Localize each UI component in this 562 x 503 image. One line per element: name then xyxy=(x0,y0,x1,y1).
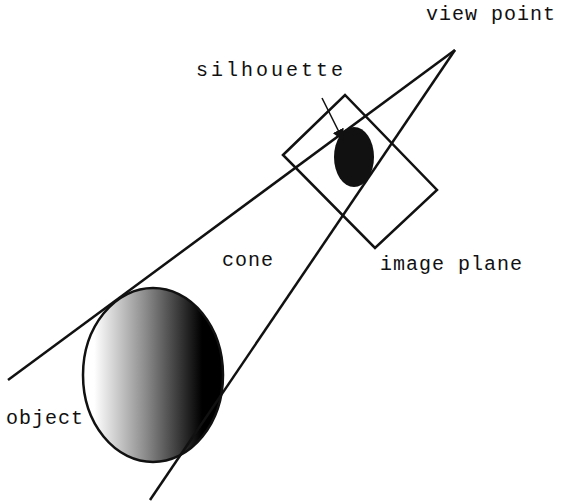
object-label: object xyxy=(6,408,84,430)
object-sphere xyxy=(83,288,223,462)
silhouette-label: silhouette xyxy=(196,60,346,82)
image-plane xyxy=(283,95,437,248)
viewpoint-label: view point xyxy=(426,4,556,26)
cone-line xyxy=(8,50,455,380)
cone-label: cone xyxy=(222,250,274,272)
leader-arrow xyxy=(322,98,343,140)
plane-label: image plane xyxy=(380,254,523,276)
silhouette-shape xyxy=(334,127,374,187)
